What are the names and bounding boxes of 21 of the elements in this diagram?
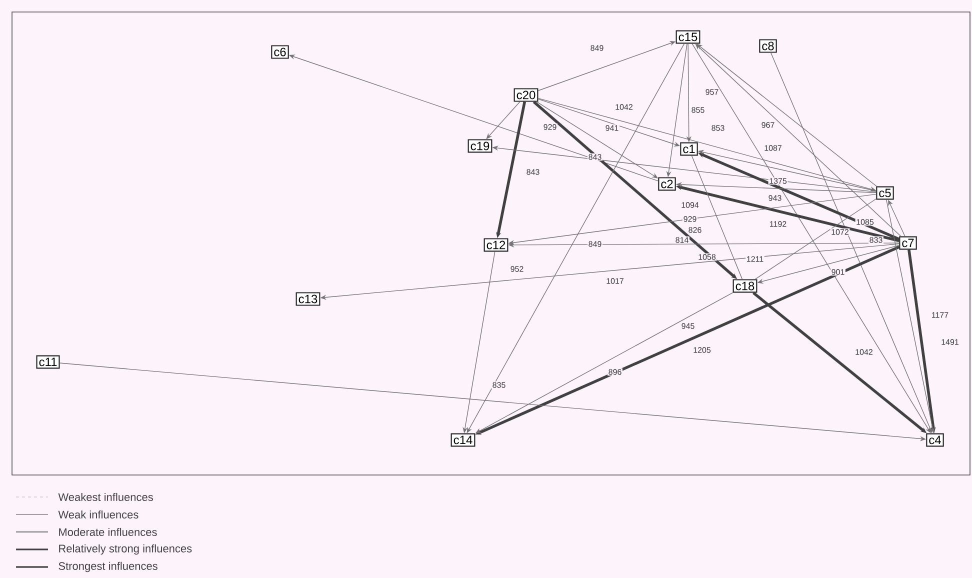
node-box: c2 [658,177,676,191]
node-box: c14 [450,433,476,447]
node-box: c19 [468,139,492,153]
legend-text: Moderate influences [59,528,157,536]
node-box: c6 [271,45,289,59]
legend-text: Weak influences [58,510,138,519]
node-box: c18 [732,279,758,293]
node-box: c12 [484,238,508,252]
node-box: c4 [926,433,944,447]
legend-text: Relatively strong influences [59,544,192,555]
node-box: c5 [876,186,894,200]
node-box: c1 [680,142,698,156]
node-box: c20 [514,88,538,102]
legend-text: Weakest influences [58,492,153,502]
node-box: c15 [676,30,700,44]
node-box: c7 [899,236,917,250]
arrow [696,44,877,187]
node-box: c13 [296,292,320,306]
node-box: c8 [759,39,777,53]
legend-text: Strongest influences [58,562,158,572]
node-box: c11 [36,355,60,369]
